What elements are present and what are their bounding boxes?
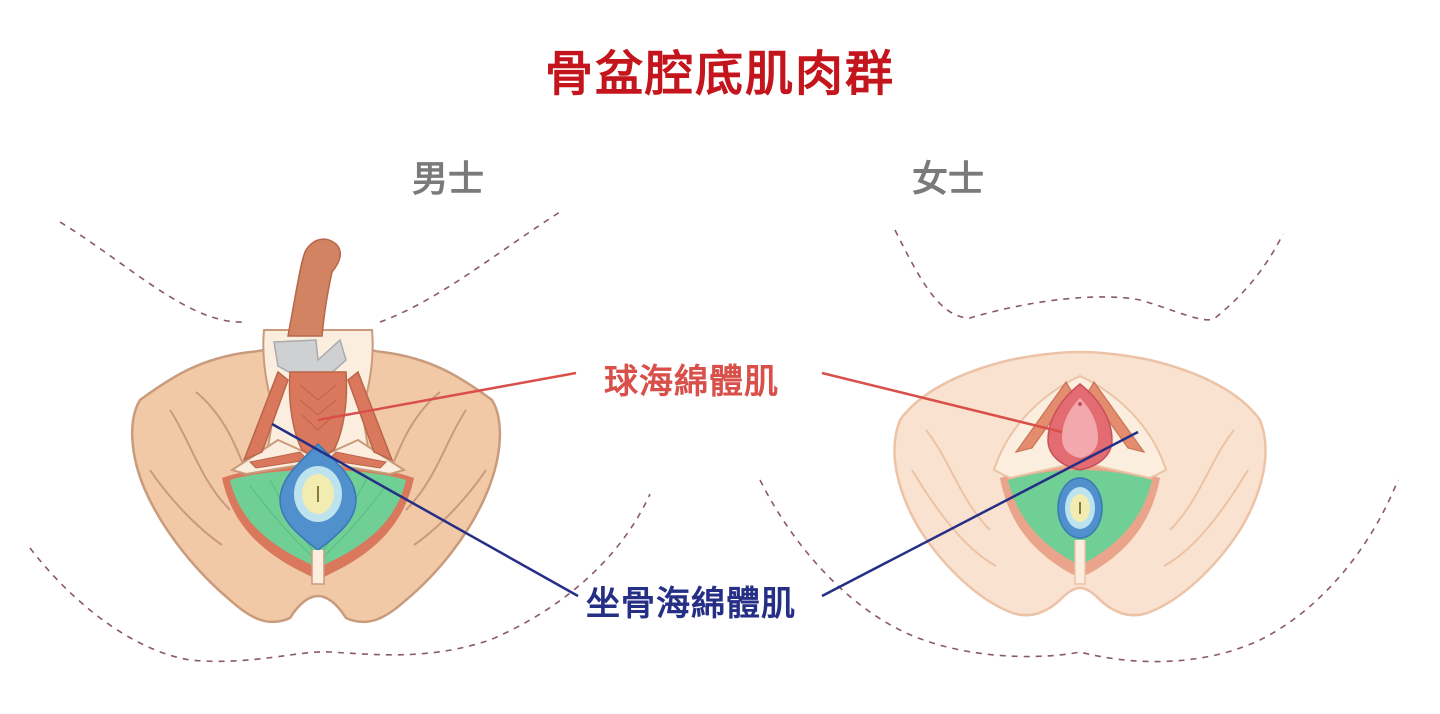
male-penis-shaft [287,238,342,337]
female-pelvis [893,350,1267,617]
callout-lines-bulbospongiosus [317,371,1063,434]
female-panel-label: 女士 [912,159,985,200]
female-ischiocavernosus-right [1087,380,1146,453]
male-corpora-cap [273,338,347,377]
male-ischiocavernosus-right [347,370,394,462]
male-ischiocavernosus-left [242,370,289,462]
diagram-title: 骨盆腔底肌肉群 [544,46,895,102]
callout-lines-ischiocavernosus [271,422,1139,598]
male-body-contour [29,211,651,663]
female-body-contour [759,229,1399,663]
bulbospongiosus-callout: 球海綿體肌 [604,362,779,402]
female-vaginal-opening [1062,398,1098,458]
male-pelvis [131,238,502,624]
ischiocavernosus-callout: 坐骨海綿體肌 [586,584,796,624]
male-panel-label: 男士 [412,159,485,200]
female-ischiocavernosus-left [1014,380,1073,453]
